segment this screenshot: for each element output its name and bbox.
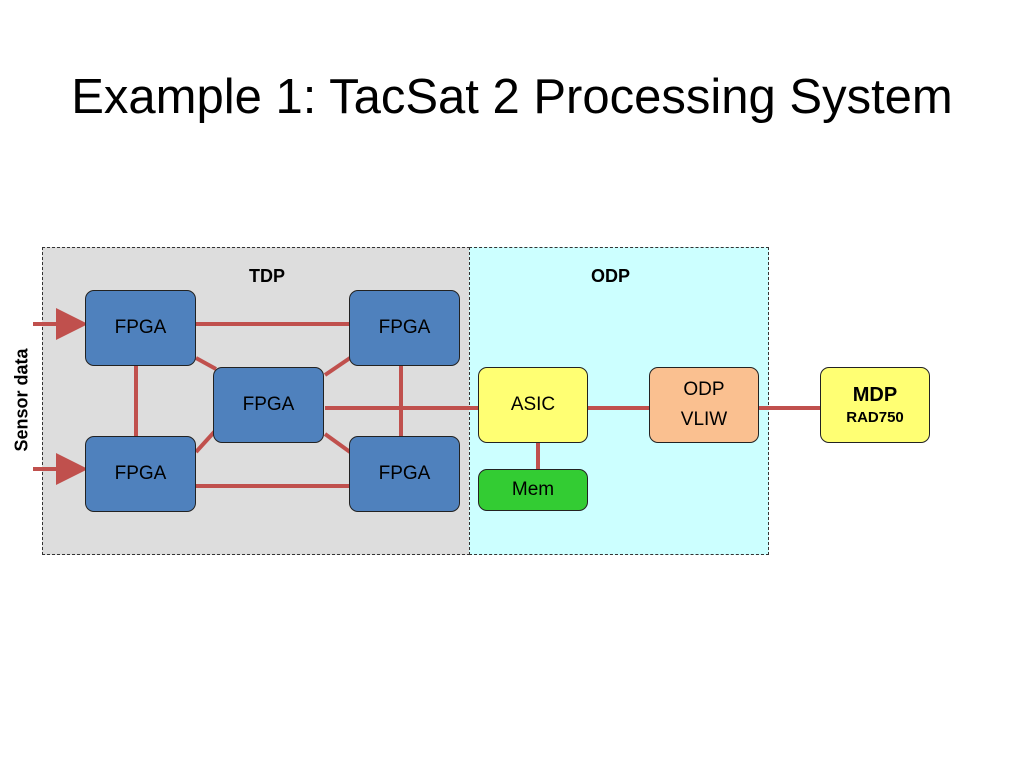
fpga-bottom-left: FPGA (85, 436, 196, 512)
tdp-label: TDP (249, 266, 285, 286)
link-fpga-tr-center (323, 356, 352, 377)
fpga-center: FPGA (213, 367, 324, 443)
fpga-label: FPGA (114, 463, 167, 484)
mem-label: Mem (511, 479, 555, 500)
fpga-label: FPGA (378, 463, 431, 484)
fpga-label: FPGA (378, 317, 431, 338)
slide-title: Example 1: TacSat 2 Processing System (71, 70, 953, 124)
fpga-top-right: FPGA (349, 290, 460, 366)
odp-vliw-label-line1: ODP (683, 379, 725, 400)
mdp-block: MDP RAD750 (820, 367, 930, 443)
asic-label: ASIC (510, 394, 556, 415)
fpga-label: FPGA (242, 394, 295, 415)
odp-vliw-label-line2: VLIW (680, 409, 728, 430)
link-fpga-bl-center (194, 428, 218, 454)
link-fpga-tl-center (195, 356, 217, 371)
sensor-data-label: Sensor data (11, 348, 32, 452)
odp-vliw-block: ODP VLIW (649, 367, 759, 443)
mdp-sublabel: RAD750 (846, 409, 904, 426)
mem-block: Mem (478, 469, 588, 511)
asic-block: ASIC (478, 367, 588, 443)
odp-label: ODP (591, 266, 631, 286)
fpga-top-left: FPGA (85, 290, 196, 366)
link-fpga-br-center (323, 432, 352, 454)
mdp-label: MDP (852, 384, 898, 406)
fpga-label: FPGA (114, 317, 167, 338)
fpga-bottom-right: FPGA (349, 436, 460, 512)
